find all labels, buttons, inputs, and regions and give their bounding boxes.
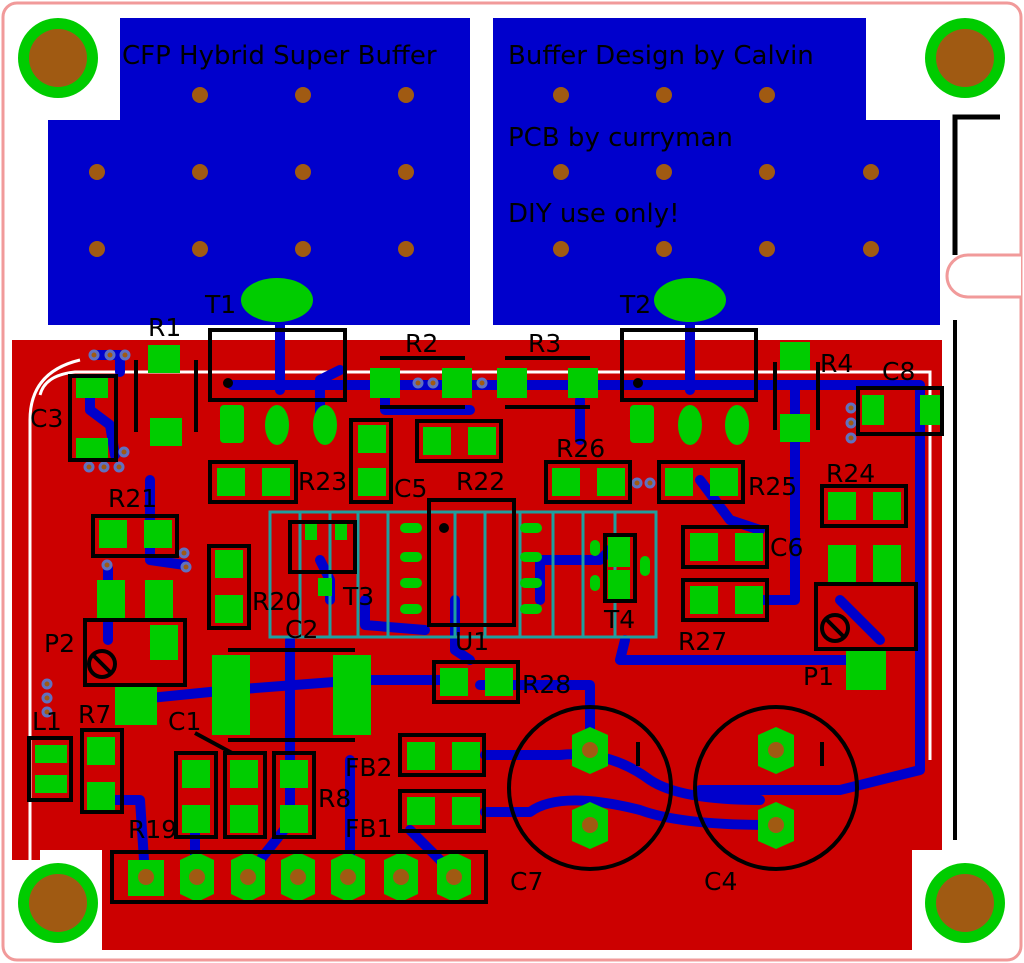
label-C4: C4 bbox=[704, 867, 737, 896]
label-T4: T4 bbox=[603, 605, 635, 634]
label-P2: P2 bbox=[44, 629, 75, 658]
label-C1: C1 bbox=[168, 707, 201, 736]
label-R26: R26 bbox=[556, 434, 605, 463]
pin1-markers bbox=[223, 378, 643, 533]
label-R1: R1 bbox=[148, 313, 181, 342]
label-FB1: FB1 bbox=[345, 814, 392, 843]
pot-symbols bbox=[87, 613, 850, 679]
label-R7: R7 bbox=[78, 700, 111, 729]
designer-credit: Buffer Design by Calvin bbox=[508, 41, 814, 71]
label-P1: P1 bbox=[803, 662, 834, 691]
to-pads bbox=[241, 278, 749, 614]
label-C6: C6 bbox=[770, 533, 803, 562]
label-R25: R25 bbox=[748, 472, 797, 501]
heatsink-drills bbox=[89, 87, 879, 257]
label-C7: C7 bbox=[510, 867, 543, 896]
pour-clearance-line-2 bbox=[28, 358, 81, 860]
board-title: CFP Hybrid Super Buffer bbox=[122, 41, 437, 71]
label-C5: C5 bbox=[394, 474, 427, 503]
label-R21: R21 bbox=[108, 484, 157, 513]
label-C8: C8 bbox=[882, 357, 915, 386]
ic-array-outline bbox=[268, 510, 658, 639]
label-R19: R19 bbox=[128, 815, 177, 844]
smd-pads bbox=[35, 342, 942, 896]
label-R23: R23 bbox=[298, 467, 347, 496]
usage-note: DIY use only! bbox=[508, 199, 680, 229]
mounting-holes bbox=[18, 18, 1005, 943]
silkscreen-outlines bbox=[27, 328, 944, 904]
label-C2: C2 bbox=[285, 615, 318, 644]
label-L1: L1 bbox=[32, 707, 62, 736]
header-pads bbox=[138, 727, 794, 902]
pcb-credit: PCB by curryman bbox=[508, 123, 733, 153]
heatsink-right bbox=[493, 18, 940, 325]
label-R27: R27 bbox=[678, 627, 727, 656]
label-C3: C3 bbox=[30, 404, 63, 433]
label-T1: T1 bbox=[204, 290, 236, 319]
label-R8: R8 bbox=[318, 784, 351, 813]
label-T2: T2 bbox=[619, 290, 651, 319]
vias bbox=[41, 349, 857, 718]
edge-mark bbox=[952, 114, 1000, 255]
pour-clearance-line bbox=[38, 370, 932, 760]
label-R4: R4 bbox=[820, 349, 853, 378]
reference-designators: T1 T2 R1 R2 R3 R4 C8 C3 R23 C5 R22 R26 R… bbox=[30, 290, 915, 896]
label-R2: R2 bbox=[405, 329, 438, 358]
label-U1: U1 bbox=[455, 627, 489, 656]
heatsink-left bbox=[48, 18, 470, 325]
label-R20: R20 bbox=[252, 587, 301, 616]
board-notch bbox=[945, 253, 1021, 299]
label-R22: R22 bbox=[456, 467, 505, 496]
label-R3: R3 bbox=[528, 329, 561, 358]
label-R28: R28 bbox=[522, 670, 571, 699]
label-R24: R24 bbox=[826, 459, 875, 488]
label-FB2: FB2 bbox=[345, 753, 392, 782]
label-T3: T3 bbox=[342, 582, 374, 611]
